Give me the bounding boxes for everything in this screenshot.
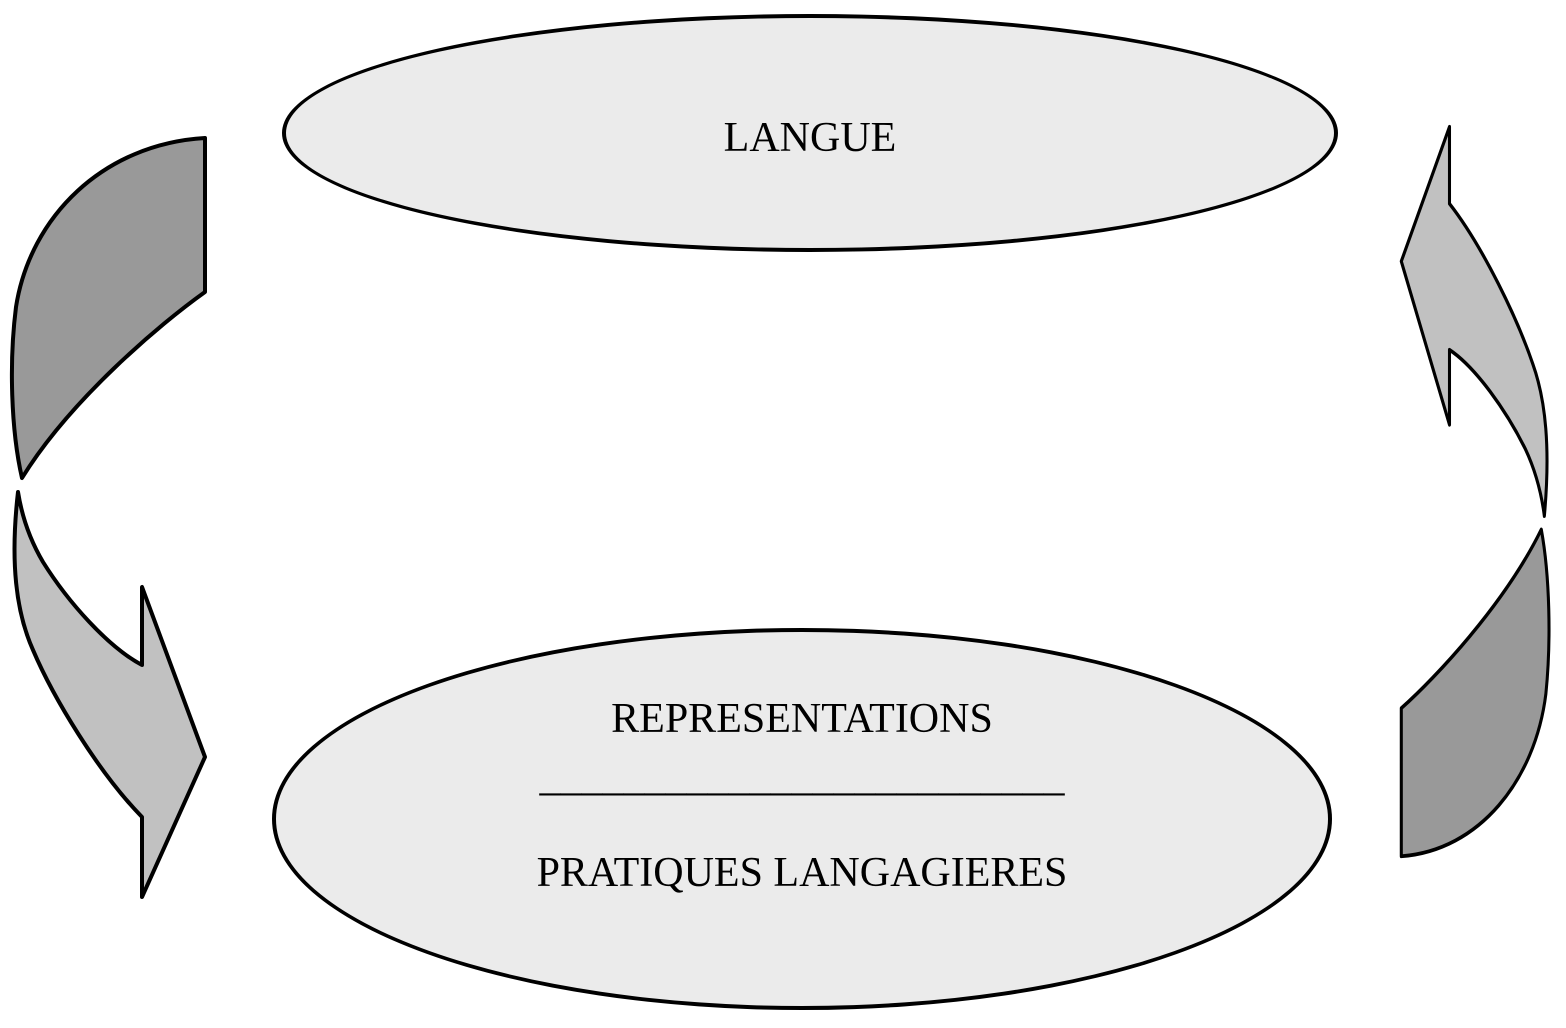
curved-arrow-down-tail (9, 136, 207, 480)
representations-label: REPRESENTATIONS (611, 696, 993, 742)
divider-underscore-line: _________________________ (539, 754, 1065, 800)
pratiques-langagieres-label: PRATIQUES LANGAGIERES (536, 850, 1068, 896)
curved-arrow-down-icon (9, 136, 207, 899)
curved-arrow-up-tail (1399, 527, 1551, 859)
top-ellipse-langue (282, 14, 1338, 252)
curved-arrow-up-head (1399, 124, 1549, 518)
curved-arrow-up-icon (1399, 124, 1551, 859)
langue-label: LANGUE (723, 115, 897, 161)
bottom-ellipse-representations-pratiques (272, 628, 1332, 1010)
curved-arrow-down-head (12, 490, 207, 899)
